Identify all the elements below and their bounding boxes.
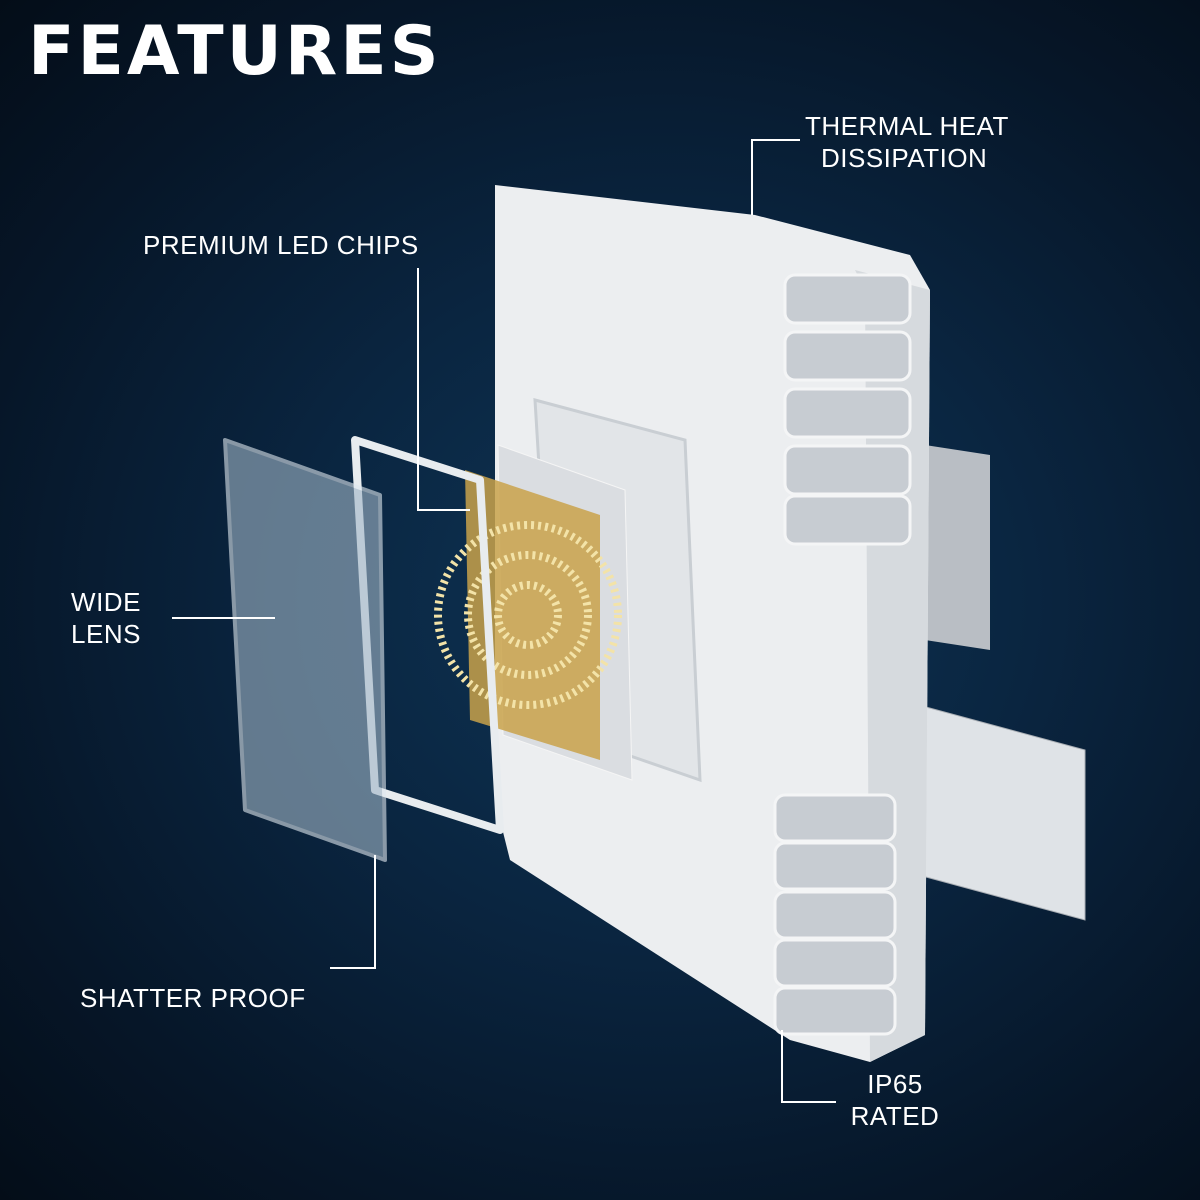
thermal-label-line1: THERMAL HEAT	[805, 111, 1009, 141]
rear-panel-lower	[899, 699, 1086, 921]
thermal-label: THERMAL HEAT DISSIPATION	[805, 110, 1009, 174]
leader-lines	[172, 139, 836, 1103]
led-board	[434, 470, 622, 760]
thermal-label-line2: DISSIPATION	[821, 143, 988, 173]
lens-label-line2: LENS	[71, 619, 141, 649]
ip-label-line1: IP65	[867, 1069, 923, 1099]
vents	[773, 273, 912, 1036]
ip-rating-label: IP65 RATED	[848, 1068, 942, 1132]
ip-label-line2: RATED	[850, 1101, 940, 1131]
lens-label: WIDE LENS	[67, 586, 145, 650]
lens-label-line1: WIDE	[71, 587, 141, 617]
page-title: FEATURES	[28, 12, 442, 91]
led-chips-label: PREMIUM LED CHIPS	[143, 230, 419, 260]
rear-panel-upper	[925, 445, 990, 650]
shatter-label: SHATTER PROOF	[80, 983, 306, 1013]
lens	[223, 438, 387, 862]
